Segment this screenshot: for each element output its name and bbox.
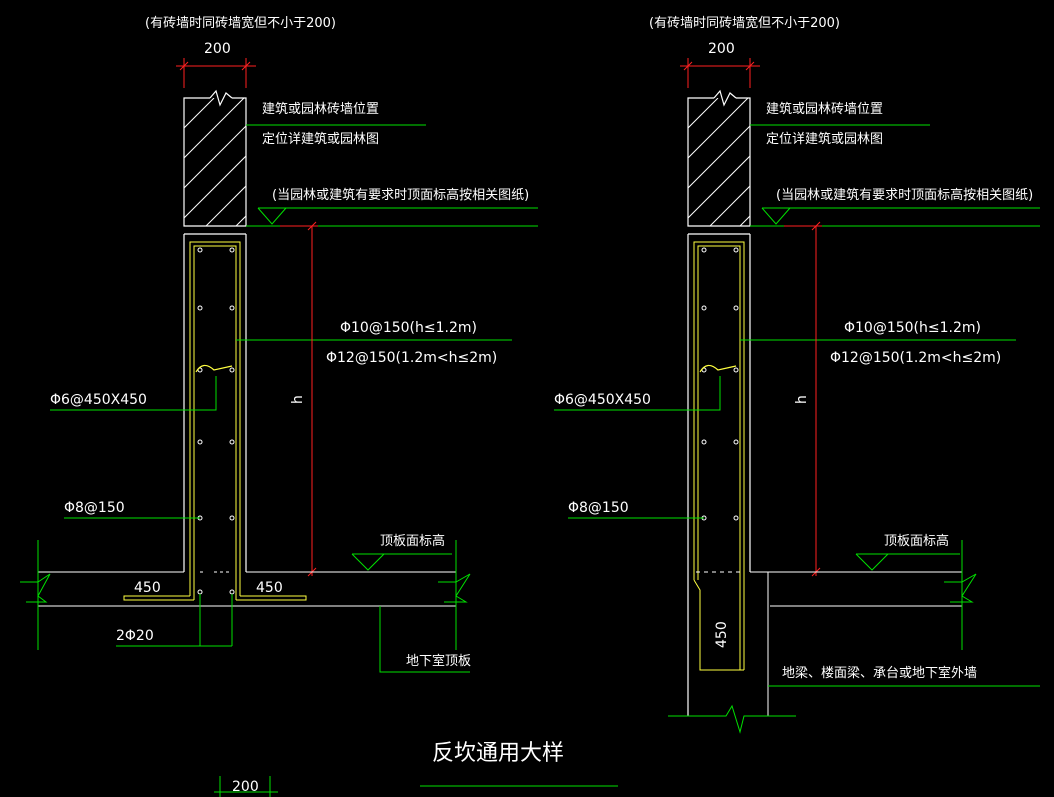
- detail-left: (有砖墙时同砖墙宽但不小于200) 200: [20, 15, 538, 673]
- slab-elev-symbol: [351, 553, 452, 571]
- wall-width-dim: 200: [708, 41, 735, 57]
- roof-slab-edges: [38, 571, 456, 607]
- top-elev-symbol: [750, 207, 1040, 227]
- tie-bar-leader: [554, 376, 721, 411]
- wall-width-dim-line: [680, 58, 760, 88]
- slab-soffit: [379, 606, 470, 673]
- top-elev-note: (当园林或建筑有要求时顶面标高按相关图纸): [272, 187, 529, 203]
- roof-slab-note: 地下室顶板: [406, 653, 471, 669]
- dist-bar-note: Φ8@150: [568, 500, 629, 516]
- brick-note-1: 建筑或园林砖墙位置: [766, 101, 883, 117]
- wall-width-note: (有砖墙时同砖墙宽但不小于200): [649, 15, 840, 31]
- wall-width-dim: 200: [204, 41, 231, 57]
- brick-note-2: 定位详建筑或园林图: [262, 131, 379, 147]
- tie-bar-note: Φ6@450X450: [554, 392, 651, 408]
- wall-width-note: (有砖墙时同砖墙宽但不小于200): [145, 15, 336, 31]
- tie-bar-leader: [50, 376, 217, 411]
- brick-wall: [183, 89, 247, 227]
- slab-elev-symbol: [855, 553, 960, 571]
- slab-elev-note: 顶板面标高: [884, 533, 949, 549]
- anchor-right-dim: 450: [256, 580, 283, 596]
- detail-right: (有砖墙时同砖墙宽但不小于200) 200 建筑或园林砖墙位置 定位详建筑或园林…: [554, 15, 1040, 734]
- anchor-depth-dim: 450: [714, 621, 730, 648]
- main-bar-note-1: Φ10@150(h≤1.2m): [340, 320, 477, 336]
- brick-note-2: 定位详建筑或园林图: [766, 131, 883, 147]
- bottom-bars-leader: [116, 594, 233, 647]
- concrete-curb: [123, 233, 307, 601]
- brick-wall: [687, 89, 751, 227]
- slab-break-lines: [668, 540, 977, 734]
- wall-width-dim-line: [176, 58, 256, 88]
- drawing-title: 反坎通用大样: [432, 741, 564, 766]
- support-note: 地梁、楼面梁、承台或地下室外墙: [782, 665, 977, 681]
- brick-note-1: 建筑或园林砖墙位置: [262, 101, 379, 117]
- concrete-curb: [687, 233, 751, 716]
- slab-elev-note: 顶板面标高: [380, 533, 445, 549]
- height-symbol: h: [290, 395, 306, 404]
- main-bar-note-1: Φ10@150(h≤1.2m): [844, 320, 981, 336]
- main-bar-note-2: Φ12@150(1.2m<h≤2m): [830, 350, 1001, 366]
- bottom-dim-line: [214, 776, 278, 797]
- bottom-dim: 200: [232, 779, 259, 795]
- height-symbol: h: [794, 395, 810, 404]
- dist-bar-note: Φ8@150: [64, 500, 125, 516]
- tie-bar-note: Φ6@450X450: [50, 392, 147, 408]
- main-bar-note-2: Φ12@150(1.2m<h≤2m): [326, 350, 497, 366]
- slab-break-lines: [20, 540, 471, 650]
- top-elev-note: (当园林或建筑有要求时顶面标高按相关图纸): [776, 187, 1033, 203]
- anchor-left-dim: 450: [134, 580, 161, 596]
- top-elev-symbol: [246, 207, 538, 227]
- bottom-bars-note: 2Φ20: [116, 628, 154, 644]
- slab-and-beam-edges: [696, 571, 962, 716]
